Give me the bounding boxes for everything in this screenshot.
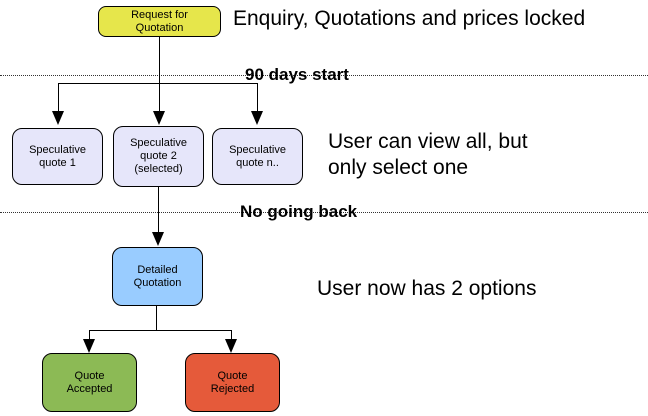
divider-label-90-days-start: 90 days start xyxy=(245,65,349,84)
connector-branch-top xyxy=(58,83,258,84)
arrowhead-to-spec1-icon xyxy=(52,111,64,125)
node-speculative-quote-1: Speculative quote 1 xyxy=(12,128,103,185)
annotation-user-can-view-all: User can view all, but only select one xyxy=(328,130,528,179)
node-detailed-quotation: Detailed Quotation xyxy=(112,247,203,306)
arrowhead-to-accepted-icon xyxy=(83,339,95,353)
annotation-enquiry-prices-locked: Enquiry, Quotations and prices locked xyxy=(233,7,586,30)
node-detailed-label: Detailed Quotation xyxy=(133,263,182,289)
node-accepted-label: Quote Accepted xyxy=(66,369,113,395)
connector-drop-rejected xyxy=(231,330,232,340)
connector-drop-spec3 xyxy=(257,83,258,111)
annotation-user-two-options: User now has 2 options xyxy=(317,277,537,300)
connector-request-to-spec2 xyxy=(159,37,160,111)
node-spec1-label: Speculative quote 1 xyxy=(29,143,86,169)
divider-line-90-days xyxy=(0,75,648,76)
node-spec2-label: Speculative quote 2 (selected) xyxy=(130,137,187,175)
connector-branch-bottom xyxy=(89,330,231,331)
node-rejected-label: Quote Rejected xyxy=(210,369,255,395)
node-speculative-quote-n: Speculative quote n.. xyxy=(212,128,303,185)
arrowhead-to-spec3-icon xyxy=(251,111,263,125)
divider-label-no-going-back: No going back xyxy=(240,202,358,221)
connector-spec2-to-detailed xyxy=(158,187,159,233)
arrowhead-to-spec2-icon xyxy=(153,111,165,125)
node-request-label: Request for Quotation xyxy=(131,8,188,34)
connector-detailed-to-branch xyxy=(156,306,157,330)
connector-drop-accepted xyxy=(89,330,90,340)
connector-drop-spec1 xyxy=(58,83,59,111)
node-quote-rejected: Quote Rejected xyxy=(185,353,280,412)
divider-line-no-going-back xyxy=(0,212,648,213)
node-quote-accepted: Quote Accepted xyxy=(42,353,137,412)
node-request-for-quotation: Request for Quotation xyxy=(98,6,221,37)
node-speculative-quote-2: Speculative quote 2 (selected) xyxy=(113,126,204,187)
arrowhead-to-detailed-icon xyxy=(152,232,164,246)
arrowhead-to-rejected-icon xyxy=(225,339,237,353)
node-spec3-label: Speculative quote n.. xyxy=(229,143,286,169)
